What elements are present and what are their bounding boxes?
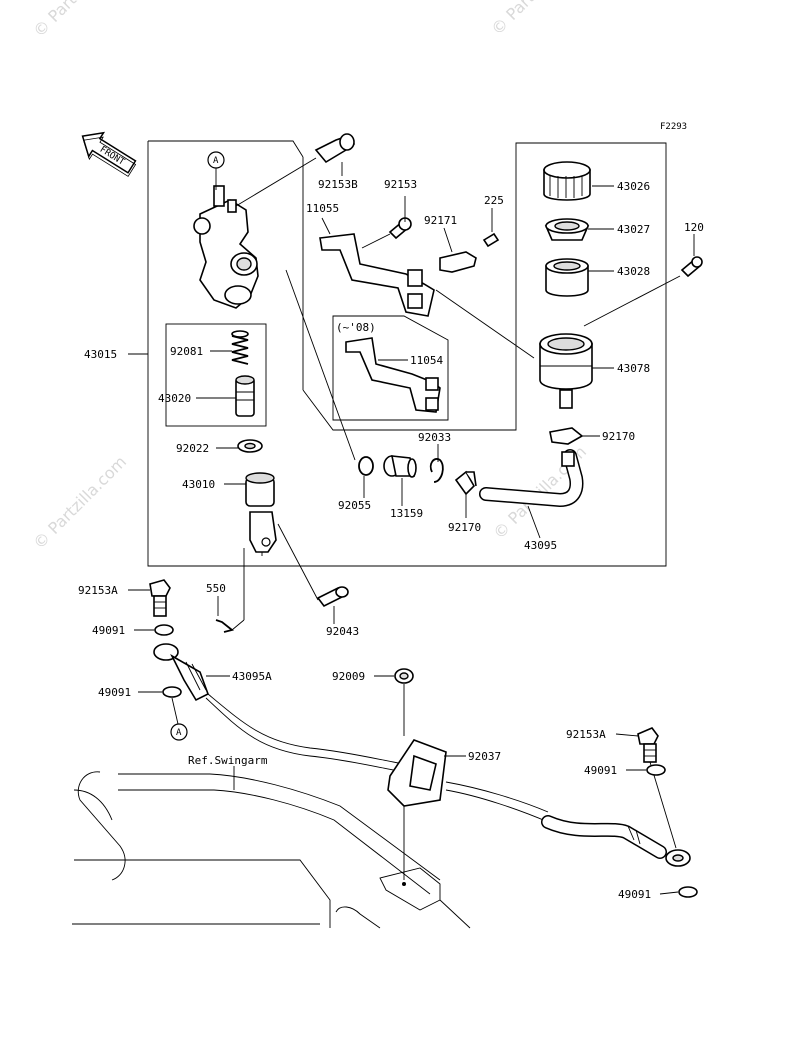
piston-kit-frame <box>165 323 267 427</box>
washer-49091-a <box>154 624 174 636</box>
banjo-bolt-92153A-right <box>637 727 677 849</box>
watermark-top-center: © Partzilla.com <box>487 0 588 39</box>
label-year-note: (~'08) <box>336 321 376 334</box>
assembly-frames <box>147 140 667 567</box>
spring-92081 <box>231 330 249 365</box>
ref-callout-a-bottom <box>170 723 188 741</box>
label-43026: 43026 <box>617 180 650 193</box>
part-labels: 92153B 92153 225 11055 92171 43026 43027… <box>78 178 704 901</box>
label-43095A: 43095A <box>232 670 272 683</box>
hose-43095 <box>479 449 584 508</box>
washer-49091-c <box>646 764 666 776</box>
label-92170-lower: 92170 <box>448 521 481 534</box>
figure-code: F2293 <box>660 122 687 132</box>
label-92009: 92009 <box>332 670 365 683</box>
ref-callout-a-bottom-label: A <box>176 728 182 738</box>
label-92153A-right: 92153A <box>566 728 606 741</box>
label-11055: 11055 <box>306 202 339 215</box>
bracket-variant-frame <box>332 315 449 421</box>
pin-92043 <box>277 523 349 608</box>
front-arrow: FRONT <box>81 131 137 177</box>
label-120: 120 <box>684 221 704 234</box>
banjo-bolt-92153A-left <box>149 579 171 617</box>
grommet-92171 <box>439 251 477 273</box>
label-43010: 43010 <box>182 478 215 491</box>
bracket-11054 <box>345 337 441 413</box>
plate-43027 <box>544 218 590 241</box>
banjo-bolt-92153B <box>235 133 356 207</box>
swingarm-reference <box>72 771 471 929</box>
diaphragm-43028 <box>545 258 589 297</box>
washer-49091-b <box>162 686 182 698</box>
label-43028: 43028 <box>617 265 650 278</box>
label-92055: 92055 <box>338 499 371 512</box>
bolt-120 <box>583 256 703 327</box>
piston-43020 <box>235 375 255 417</box>
circlip-92033 <box>429 458 444 483</box>
label-550: 550 <box>206 582 226 595</box>
label-49091-b: 49091 <box>98 686 131 699</box>
label-49091-d: 49091 <box>618 888 651 901</box>
label-11054: 11054 <box>410 354 443 367</box>
label-49091-c: 49091 <box>584 764 617 777</box>
label-49091-a: 49091 <box>92 624 125 637</box>
label-43015: 43015 <box>84 348 117 361</box>
label-92153A-left: 92153A <box>78 584 118 597</box>
label-92022: 92022 <box>176 442 209 455</box>
cotter-pin-550 <box>215 548 245 633</box>
label-92081: 92081 <box>170 345 203 358</box>
label-225: 225 <box>484 194 504 207</box>
clamp-92170-upper <box>549 427 584 445</box>
hose-guide-92037 <box>387 739 447 880</box>
label-92153B: 92153B <box>318 178 358 191</box>
label-43095: 43095 <box>524 539 557 552</box>
label-92170-upper: 92170 <box>602 430 635 443</box>
label-13159: 13159 <box>390 507 423 520</box>
ref-callout-a-top-label: A <box>213 156 219 166</box>
bolt-92009 <box>394 668 414 736</box>
clamp-92170-lower <box>454 470 477 496</box>
leader-lines <box>128 162 695 895</box>
label-43078: 43078 <box>617 362 650 375</box>
label-92153: 92153 <box>384 178 417 191</box>
fitting-13159 <box>383 455 417 478</box>
reservoir-43078 <box>435 289 593 409</box>
screw-225 <box>482 232 500 248</box>
label-92043: 92043 <box>326 625 359 638</box>
master-cylinder-body: A <box>193 151 259 309</box>
label-92171: 92171 <box>424 214 457 227</box>
washer-49091-d <box>678 886 698 898</box>
bolt-92153 <box>361 217 412 249</box>
watermarks: © Partzilla.com © Partzilla.com © Partzi… <box>29 0 590 553</box>
label-ref-swingarm: Ref.Swingarm <box>188 754 268 767</box>
watermark-top-left: © Partzilla.com <box>29 0 130 41</box>
main-assembly-frame <box>147 140 667 567</box>
label-92037: 92037 <box>468 750 501 763</box>
bracket-11055 <box>319 233 435 317</box>
watermark-mid-left: © Partzilla.com <box>29 452 130 553</box>
o-ring-92055 <box>358 456 374 476</box>
label-92033: 92033 <box>418 431 451 444</box>
push-rod-43010 <box>245 472 277 556</box>
brake-hose-43095A <box>153 643 405 773</box>
rear-hose-right <box>445 781 691 867</box>
reservoir-cap-43026 <box>543 161 591 201</box>
label-43020: 43020 <box>158 392 191 405</box>
label-43027: 43027 <box>617 223 650 236</box>
